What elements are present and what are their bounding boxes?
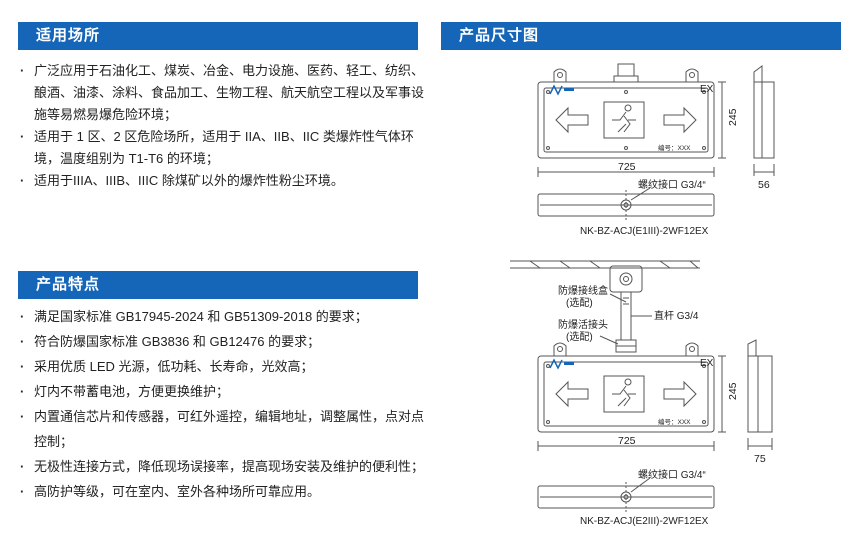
fixture-front-view-top [537, 63, 715, 159]
list-item: 适用于IIIA、IIIB、IIIC 除煤矿以外的爆炸性粉尘环境。 [18, 170, 428, 192]
list-item: 灯内不带蓄电池，方便更换维护； [18, 379, 428, 404]
fixture-side-view-top [753, 65, 775, 176]
list-item: 满足国家标准 GB17945-2024 和 GB51309-2018 的要求； [18, 304, 428, 329]
thread-label: 螺纹接口 G3/4“ [638, 178, 706, 191]
model-number: NK-BZ-ACJ(E2III)-2WF12EX [580, 516, 709, 527]
ex-mark: EX [700, 84, 714, 95]
brand-logo [549, 84, 574, 96]
fixture-bottom-view-top [537, 187, 715, 220]
list-item: 无极性连接方式，降低现场误接率，提高现场安装及维护的便利性； [18, 454, 428, 479]
width-dimension: 725 [618, 435, 636, 447]
height-dimension: 245 [727, 382, 739, 400]
list-item: 采用优质 LED 光源，低功耗、长寿命，光效高； [18, 354, 428, 379]
dimension-drawing: EX 编号：XXX 245 725 56 螺纹接口 G3/4“ NK-BZ-AC… [510, 63, 775, 527]
dimension-lines-top [537, 81, 726, 177]
model-number: NK-BZ-ACJ(E1III)-2WF12EX [580, 226, 709, 237]
joint-note: (选配) [566, 330, 593, 343]
thread-label: 螺纹接口 G3/4“ [638, 468, 706, 481]
depth-dimension: 75 [754, 453, 766, 465]
serial-label: 编号：XXX [658, 417, 691, 426]
ex-mark: EX [700, 358, 714, 369]
list-item: 广泛应用于石油化工、煤炭、冶金、电力设施、医药、轻工、纺织、酿酒、油漆、涂料、食… [18, 60, 428, 126]
junction-box-note: (选配) [566, 296, 593, 309]
fixture-front-view-bottom [537, 342, 715, 433]
junction-box-label: 防爆接线盒 [558, 284, 608, 297]
height-dimension: 245 [727, 108, 739, 126]
list-item: 符合防爆国家标准 GB3836 和 GB12476 的要求； [18, 329, 428, 354]
fixture-side-view-bottom [747, 339, 773, 450]
brand-logo [549, 358, 574, 370]
features-list: 满足国家标准 GB17945-2024 和 GB51309-2018 的要求； … [18, 304, 428, 504]
ceiling-mount-assembly [510, 260, 700, 353]
fixture-bottom-view-bottom [537, 477, 715, 512]
section-header-features: 产品特点 [18, 271, 418, 299]
depth-dimension: 56 [758, 179, 770, 191]
applications-title: 适用场所 [36, 27, 101, 44]
list-item: 内置通信芯片和传感器，可红外遥控，编辑地址，调整属性，点对点控制； [18, 404, 428, 454]
list-item: 高防护等级，可在室内、室外各种场所可靠应用。 [18, 479, 428, 504]
width-dimension: 725 [618, 161, 636, 173]
features-title: 产品特点 [36, 276, 101, 293]
section-header-applications: 适用场所 [18, 22, 418, 50]
rod-label: 直杆 G3/4 [654, 309, 699, 322]
dimension-lines-bottom [537, 355, 726, 451]
section-header-dimensions: 产品尺寸图 [441, 22, 841, 50]
list-item: 适用于 1 区、2 区危险场所，适用于 IIA、IIB、IIC 类爆炸性气体环境… [18, 126, 428, 170]
dimensions-title: 产品尺寸图 [459, 27, 540, 44]
serial-label: 编号：XXX [658, 143, 691, 152]
joint-label: 防爆活接头 [558, 318, 608, 331]
applications-list: 广泛应用于石油化工、煤炭、冶金、电力设施、医药、轻工、纺织、酿酒、油漆、涂料、食… [18, 60, 428, 192]
